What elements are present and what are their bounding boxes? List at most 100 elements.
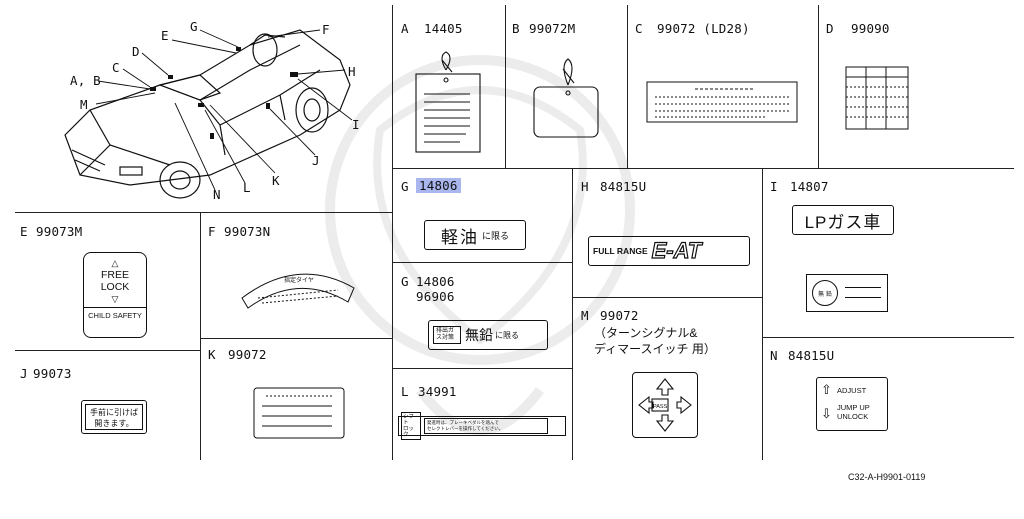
car-illustration: G F E D C A, B M H I J K L N [50,15,380,210]
panel-f: F 99073N 指定タイヤ [200,212,392,338]
panel-e: E 99073M △ FREE LOCK ▽ CHILD SAFETY [15,212,200,350]
panel-d: D 99090 [818,5,1014,168]
grid-line [762,168,763,460]
grid-line [15,350,200,351]
part-code: 99090 [851,21,890,36]
car-drawing [64,29,353,199]
instruction-line-1: 発進時は、ブレーキペダルを踏んで [427,420,499,425]
panel-letter: K [208,347,216,362]
instruction-line-2: セレクトレバーを操作してください。 [427,426,504,431]
seal-text: 無 鉛 [818,291,832,298]
panel-letter: B [512,21,520,36]
callout-k: K [272,173,280,188]
part-code: 99072 (LD28) [657,21,750,36]
panel-c: C 99072 (LD28) [627,5,818,168]
callout-e: E [161,28,169,43]
panel-letter: I [770,179,778,194]
panel-letter: F [208,224,216,239]
pass-text: PASS [653,404,668,410]
part-code: 99072 [228,347,267,362]
seal-line [845,297,881,298]
grid-line [392,5,393,460]
lpg-text: LPガス車 [804,212,882,232]
grid-line [392,168,1014,169]
unleaded-label-g2: 排出ガス対策 無鉛 に限る [428,320,548,350]
shift-text: シフト [403,414,415,426]
seal-circle: 無 鉛 [812,280,838,306]
tire-label-f: 指定タイヤ [241,273,355,309]
panel-letter: D [826,21,834,36]
child-safety-text: CHILD SAFETY [84,307,146,322]
part-code: 99072 [600,308,639,323]
free-text: FREE [100,269,129,281]
grid-line [762,337,1014,338]
panel-l: L 34991 シフト ロック 発進時は、ブレーキペダルを踏んで セレクトレバー… [392,368,572,460]
panel-letter: L [401,384,409,399]
callout-ab: A, B [70,73,101,88]
grid-line [392,262,572,263]
spec-label-c [646,81,798,123]
unleaded-seal: 無 鉛 [806,274,888,312]
part-code: 99073M [36,224,83,239]
callout-c: C [112,60,120,75]
door-text-1: 手前に引けば [90,408,138,417]
panel-i: I 14807 LPガス車 無 鉛 [762,168,1014,337]
panel-a: A 14405 [392,5,505,168]
hang-tag-b [533,58,599,138]
switch-label-m: PASS [632,372,698,438]
panel-letter: G [401,179,409,194]
label-main-text: 軽油 [440,227,479,247]
callout-h: H [348,64,356,79]
panel-letter: M [581,308,589,323]
note-line-2: ディマースイッチ 用） [594,342,716,356]
grid-line [818,5,819,168]
part-code-alt: 96906 [416,289,455,304]
emission-box: 排出ガス対策 [433,326,461,344]
panel-letter: H [581,179,589,194]
down-arrow-icon: ⇩ [821,406,832,421]
up-arrow-icon: △ [111,258,119,268]
label-small-text: に限る [481,230,509,241]
child-lock-label: △ FREE LOCK ▽ CHILD SAFETY [83,252,147,338]
panel-k: K 99072 [200,338,392,460]
shift-lock-label: シフト ロック 発進時は、ブレーキペダルを踏んで セレクトレバーを操作してくださ… [398,412,566,440]
shift-lock-instructions: 発進時は、ブレーキペダルを踏んで セレクトレバーを操作してください。 [424,418,548,434]
callout-i: I [352,117,360,132]
panel-g2: G 14806 96906 排出ガス対策 無鉛 に限る [392,262,572,368]
callout-g: G [190,19,198,34]
callout-f: F [322,22,330,37]
panel-g1: G 14806 軽油 に限る [392,168,572,262]
door-text-2: 開きます。 [94,419,134,428]
part-code: 84815U [788,348,835,363]
grid-line [200,338,392,339]
part-code: 84815U [600,179,647,194]
part-code: 99073 [33,366,72,381]
grid-line [392,368,572,369]
part-code: 14807 [790,179,829,194]
shift-lock-box: シフト ロック [401,412,421,440]
badge-left-text: FULL RANGE [593,246,648,256]
panel-h: H 84815U FULL RANGE E-AT [572,168,762,297]
grid-line [627,5,628,168]
callout-l: L [243,180,251,195]
lock-text: LOCK [100,281,130,293]
badge-right-text: E-AT [651,237,702,263]
unlock-text: UNLOCK [837,412,869,421]
panel-letter: C [635,21,643,36]
panel-m: M 99072 （ターンシグナル& ディマースイッチ 用） PASS [572,297,762,460]
callout-m: M [80,97,88,112]
grid-line [200,212,201,460]
panel-b: B 99072M [505,5,627,168]
panel-j: J 99073 手前に引けば 開きます。 [15,350,200,460]
callout-d: D [132,44,140,59]
seal-line [845,287,881,288]
part-code: 99073N [224,224,271,239]
unleaded-small-text: に限る [495,330,519,340]
lock-text: ロック [403,426,415,438]
jump-up-text: JUMP UP [837,403,870,412]
panel-n: N 84815U ⇧ ADJUST ⇩ JUMP UP UNLOCK [762,337,1014,460]
panel-letter: E [20,224,28,239]
grid-line [15,212,392,213]
hang-tag-a [415,51,481,153]
door-open-inner: 手前に引けば 開きます。 [85,404,143,430]
